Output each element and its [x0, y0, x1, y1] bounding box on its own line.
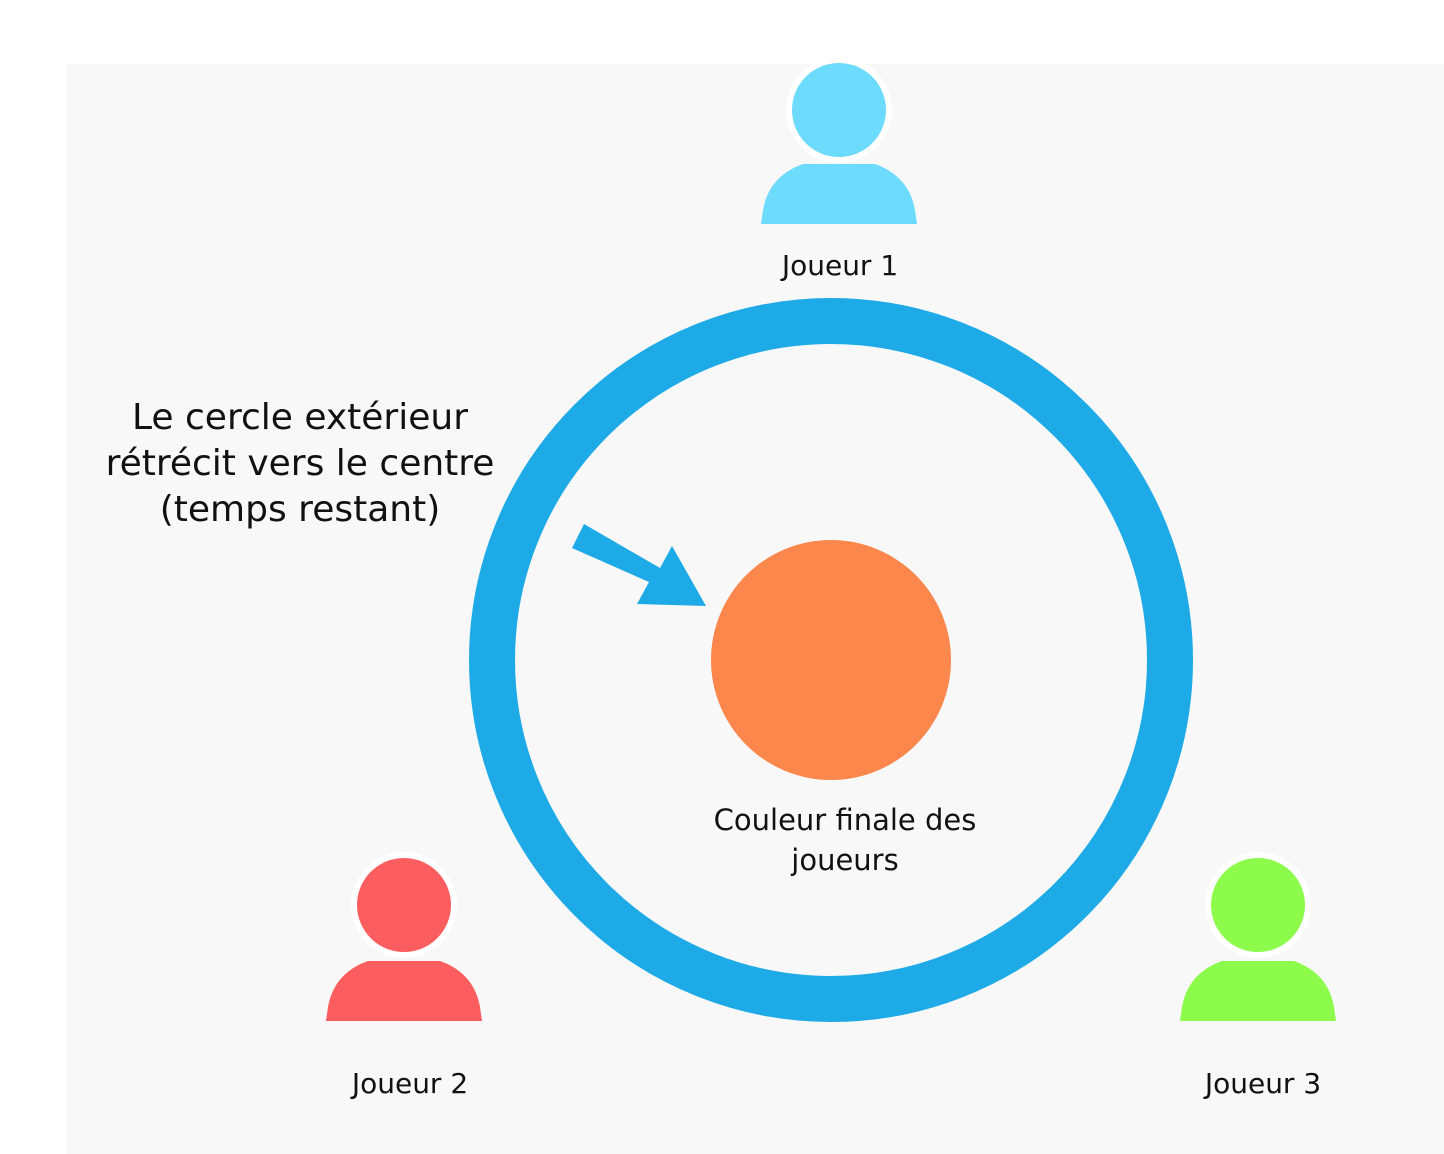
user-icon-head — [351, 852, 457, 958]
player-2-label: Joueur 2 — [351, 1067, 469, 1100]
user-icon-head — [1205, 852, 1311, 958]
player-3-label: Joueur 3 — [1204, 1067, 1322, 1100]
center-circle — [711, 540, 951, 780]
user-icon-head — [786, 57, 892, 163]
center-label-line: joueurs — [791, 843, 899, 877]
user-icon-body — [1180, 961, 1336, 1021]
user-icon — [761, 57, 917, 224]
arrow-icon — [572, 524, 706, 606]
user-icon-body — [761, 164, 917, 224]
annotation-line: rétrécit vers le centre — [105, 443, 495, 484]
center-circle-label: Couleur finale des joueurs — [660, 800, 1030, 880]
outer-ring-annotation: Le cercle extérieur rétrécit vers le cen… — [60, 395, 540, 533]
user-icon — [326, 852, 482, 1021]
outer-ring — [469, 298, 1193, 1022]
user-icon-body — [326, 961, 482, 1021]
annotation-line: (temps restant) — [159, 489, 441, 530]
user-icon — [1180, 852, 1336, 1021]
center-label-line: Couleur finale des — [713, 803, 977, 837]
annotation-line: Le cercle extérieur — [131, 397, 468, 438]
player-1-label: Joueur 1 — [781, 249, 899, 282]
